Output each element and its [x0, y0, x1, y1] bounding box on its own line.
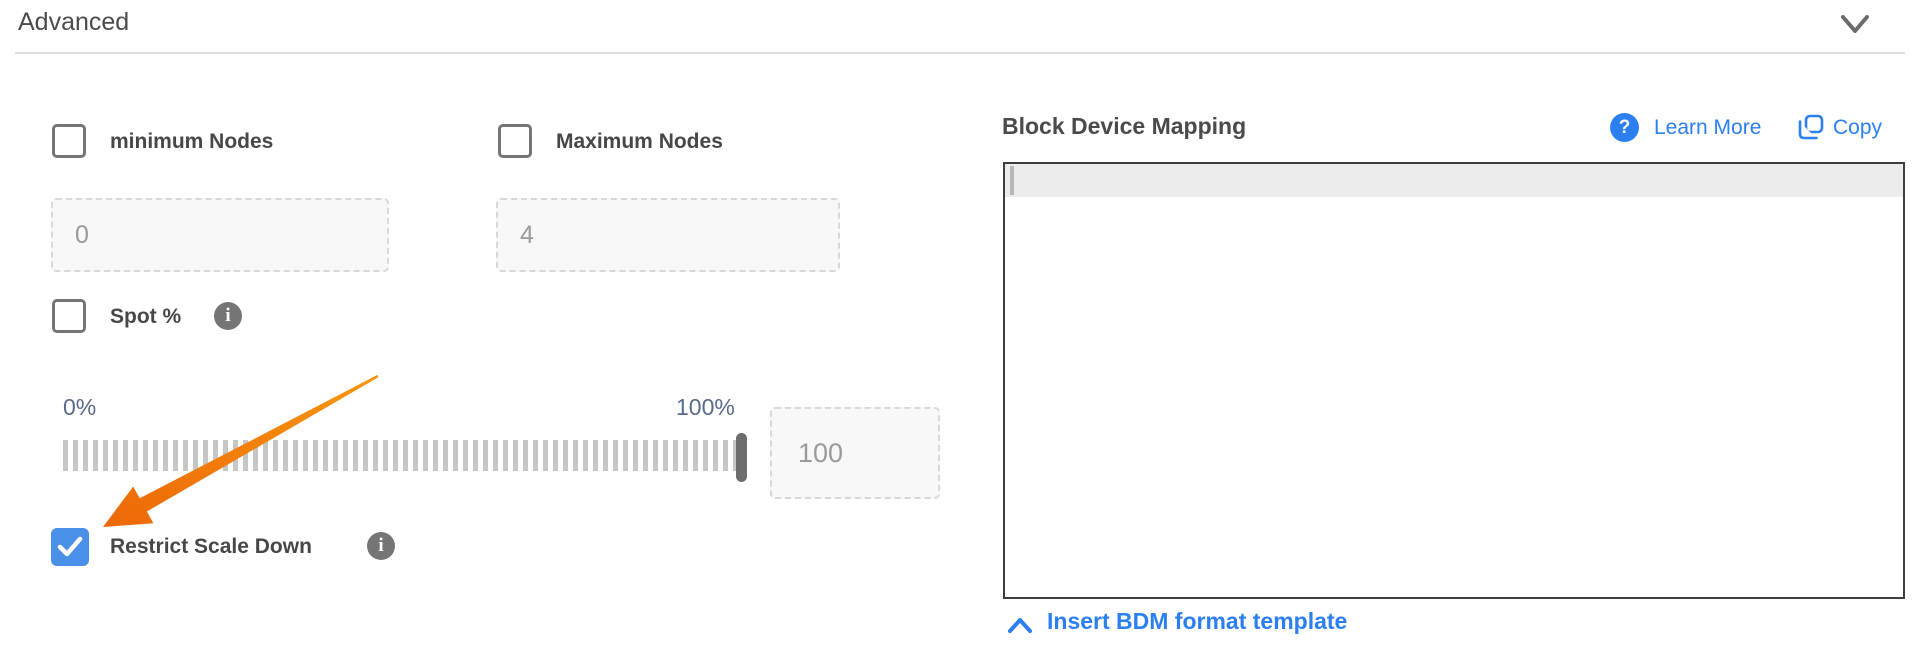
slider-min-label: 0%	[63, 394, 97, 420]
info-glyph: i	[378, 535, 384, 556]
checkmark-icon	[57, 536, 83, 557]
spot-percent-label: Spot %	[110, 305, 182, 328]
restrict-scale-down-label: Restrict Scale Down	[110, 535, 312, 558]
minimum-nodes-input[interactable]	[51, 198, 389, 272]
help-icon[interactable]: ?	[1610, 113, 1639, 142]
minimum-nodes-label: minimum Nodes	[110, 130, 274, 153]
annotation-arrow-icon	[103, 374, 379, 527]
spot-info-icon[interactable]: i	[214, 302, 242, 330]
editor-active-line	[1005, 164, 1903, 197]
maximum-nodes-input[interactable]	[496, 198, 840, 272]
info-glyph: i	[225, 305, 231, 326]
spot-percent-value-input[interactable]	[770, 407, 940, 499]
restrict-scale-down-checkbox[interactable]	[51, 528, 89, 566]
copy-icon[interactable]	[1797, 113, 1825, 141]
help-glyph: ?	[1618, 116, 1631, 138]
section-divider	[15, 52, 1905, 54]
slider-max-label: 100%	[676, 394, 735, 420]
maximum-nodes-label: Maximum Nodes	[556, 130, 723, 153]
spot-percent-slider-handle[interactable]	[736, 433, 747, 482]
editor-cursor	[1010, 166, 1014, 195]
bdm-title: Block Device Mapping	[1002, 113, 1247, 139]
copy-link[interactable]: Copy	[1833, 116, 1883, 139]
insert-bdm-template-link[interactable]: Insert BDM format template	[1047, 608, 1348, 634]
minimum-nodes-checkbox[interactable]	[52, 124, 86, 158]
chevron-up-icon[interactable]	[1007, 617, 1033, 634]
section-title: Advanced	[18, 8, 130, 36]
chevron-down-icon[interactable]	[1840, 14, 1870, 36]
learn-more-link[interactable]: Learn More	[1654, 116, 1762, 139]
restrict-scale-down-info-icon[interactable]: i	[367, 532, 395, 560]
bdm-editor[interactable]	[1003, 162, 1905, 599]
spot-percent-checkbox[interactable]	[52, 299, 86, 333]
spot-percent-slider-track[interactable]	[63, 440, 747, 471]
maximum-nodes-checkbox[interactable]	[498, 124, 532, 158]
